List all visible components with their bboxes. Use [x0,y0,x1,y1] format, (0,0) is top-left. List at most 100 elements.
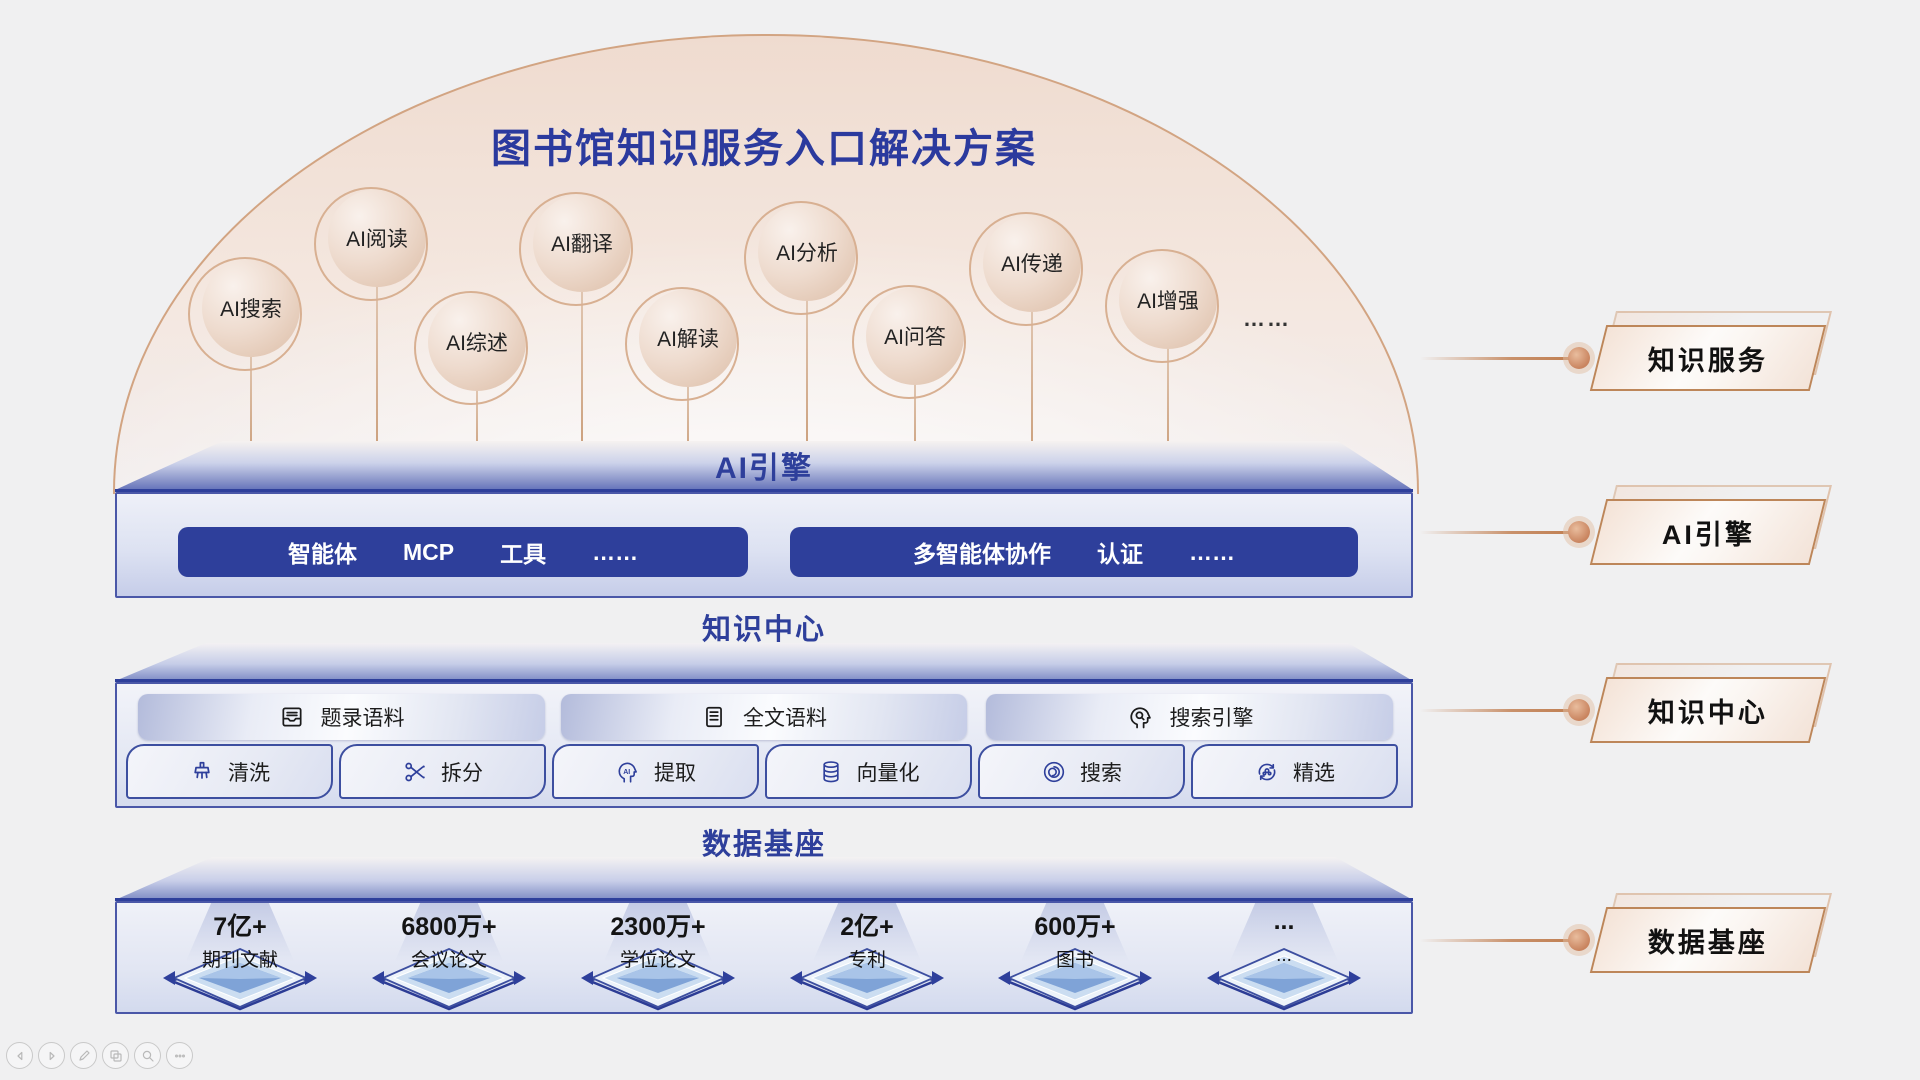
callout-text: AI引擎 [1661,519,1755,550]
zoom-button[interactable] [134,1042,161,1069]
source-bar-fulltext: 全文语料 [561,694,967,740]
connector-dot [1568,521,1590,543]
step-tab-curation: 精选 [1191,744,1398,799]
bubble-stem [581,289,583,472]
data-column-label: 学位论文 [619,950,696,971]
bubble-stem [250,352,252,472]
svg-text:AI: AI [623,769,630,776]
step-tab-label: 拆分 [441,761,483,785]
pill-item: 认证 [1097,541,1143,567]
data-column-value: 6800万+ [401,913,497,941]
bubble-stem [914,380,916,472]
source-bar-label: 搜索引擎 [1169,707,1254,730]
data-base-edge [115,898,1413,901]
data-column-label: 图书 [1055,950,1094,971]
data-column-more: ... ... [1194,901,1374,1013]
data-base-front-face [115,901,1413,1014]
bubble-ai-interpret: AI解读 [625,287,739,401]
ai-engine-layer-label: AI引擎 [715,452,813,485]
bubble-stem [476,386,478,472]
platform-diamond-icon [790,948,944,1011]
step-tab-vectorization: 向量化 [765,744,972,799]
page-title: 图书馆知识服务入口解决方案 [491,127,1037,171]
platform-diamond-icon [998,948,1152,1011]
platform-diamond-icon [581,948,735,1011]
step-tab-splitting: 拆分 [339,744,546,799]
side-label-ai-engine: AI引擎 [1420,485,1910,573]
platform-diamond-icon [372,948,526,1011]
knowledge-center-edge [115,679,1413,682]
callout-box: 知识中心 [1589,677,1827,743]
bubble-stem [1167,346,1169,472]
callout-text: 知识服务 [1648,345,1768,376]
slides-panel-button[interactable] [102,1042,129,1069]
callout-text: 数据基座 [1648,927,1768,958]
step-tab-search: 搜索 [978,744,1185,799]
bubble-ai-enhance: AI增强 [1105,249,1219,363]
document-icon [701,704,727,730]
data-column-value: 600万+ [1034,913,1116,941]
bubble-ai-translate: AI翻译 [519,192,633,306]
next-icon [49,1051,55,1060]
platform-diamond-icon [163,948,317,1011]
agent-capability-pill: 智能体 MCP 工具 …… [178,527,748,577]
slides-icon [109,1049,122,1062]
connector-dot [1568,347,1590,369]
pen-icon [78,1049,90,1061]
bubble-ai-analyze: AI分析 [744,201,858,315]
connector-line [1420,531,1572,534]
data-column-value: 7亿+ [213,913,267,941]
brush-icon [189,759,215,785]
pill-item: …… [592,538,639,565]
data-column-label: 专利 [847,950,886,971]
callout-box: AI引擎 [1589,499,1827,565]
connector-line [1420,357,1572,360]
bubble-ai-search: AI搜索 [188,257,302,371]
knowledge-center-top-face [115,643,1413,681]
step-tab-extraction: AI 提取 [552,744,759,799]
pill-item: 智能体 [287,541,357,567]
multi-agent-pill: 多智能体协作 认证 …… [790,527,1358,577]
pill-item: …… [1189,538,1235,565]
side-label-data-base: 数据基座 [1420,893,1910,981]
data-column-value: ... [1273,907,1295,935]
ellipsis-icon [174,1053,185,1057]
step-tab-label: 提取 [654,761,696,785]
data-base-layer-label: 数据基座 [701,829,826,861]
bubbles-ellipsis: …… [1243,306,1291,331]
source-bar-bibliographic: 题录语料 [138,694,545,740]
bubble-ai-reading: AI阅读 [314,187,428,301]
step-tab-label: 精选 [1293,761,1335,785]
spiral-search-icon [1041,759,1067,785]
next-slide-button[interactable] [38,1042,65,1069]
side-label-knowledge-center: 知识中心 [1420,663,1910,751]
more-options-button[interactable] [166,1042,193,1069]
previous-icon [16,1051,22,1060]
step-tab-label: 清洗 [228,761,270,785]
data-column-patents: 2亿+ 专利 [777,901,957,1013]
data-column-journals: 7亿+ 期刊文献 [150,901,330,1013]
connector-dot [1568,699,1590,721]
previous-slide-button[interactable] [6,1042,33,1069]
archive-box-icon [279,704,305,730]
connector-line [1420,709,1572,712]
source-bar-label: 全文语料 [743,707,827,730]
callout-box: 数据基座 [1589,907,1827,973]
playback-toolbar [6,1042,193,1069]
refresh-atom-icon [1254,759,1280,785]
connector-dot [1568,929,1590,951]
bubble-ai-review: AI综述 [414,291,528,405]
data-column-value: 2300万+ [610,913,706,941]
step-tab-label: 向量化 [856,761,920,785]
annotate-button[interactable] [70,1042,97,1069]
pill-item: 工具 [500,541,547,567]
data-base-top-face [115,857,1413,900]
head-ai-icon: AI [615,759,641,785]
ai-engine-top-face [115,441,1413,490]
platform-diamond-icon [1207,948,1361,1011]
source-bar-search-engine: 搜索引擎 [986,694,1393,740]
pill-item: 多智能体协作 [913,541,1051,567]
bubble-ai-qa: AI问答 [852,285,966,399]
data-column-label: 期刊文献 [201,950,278,971]
